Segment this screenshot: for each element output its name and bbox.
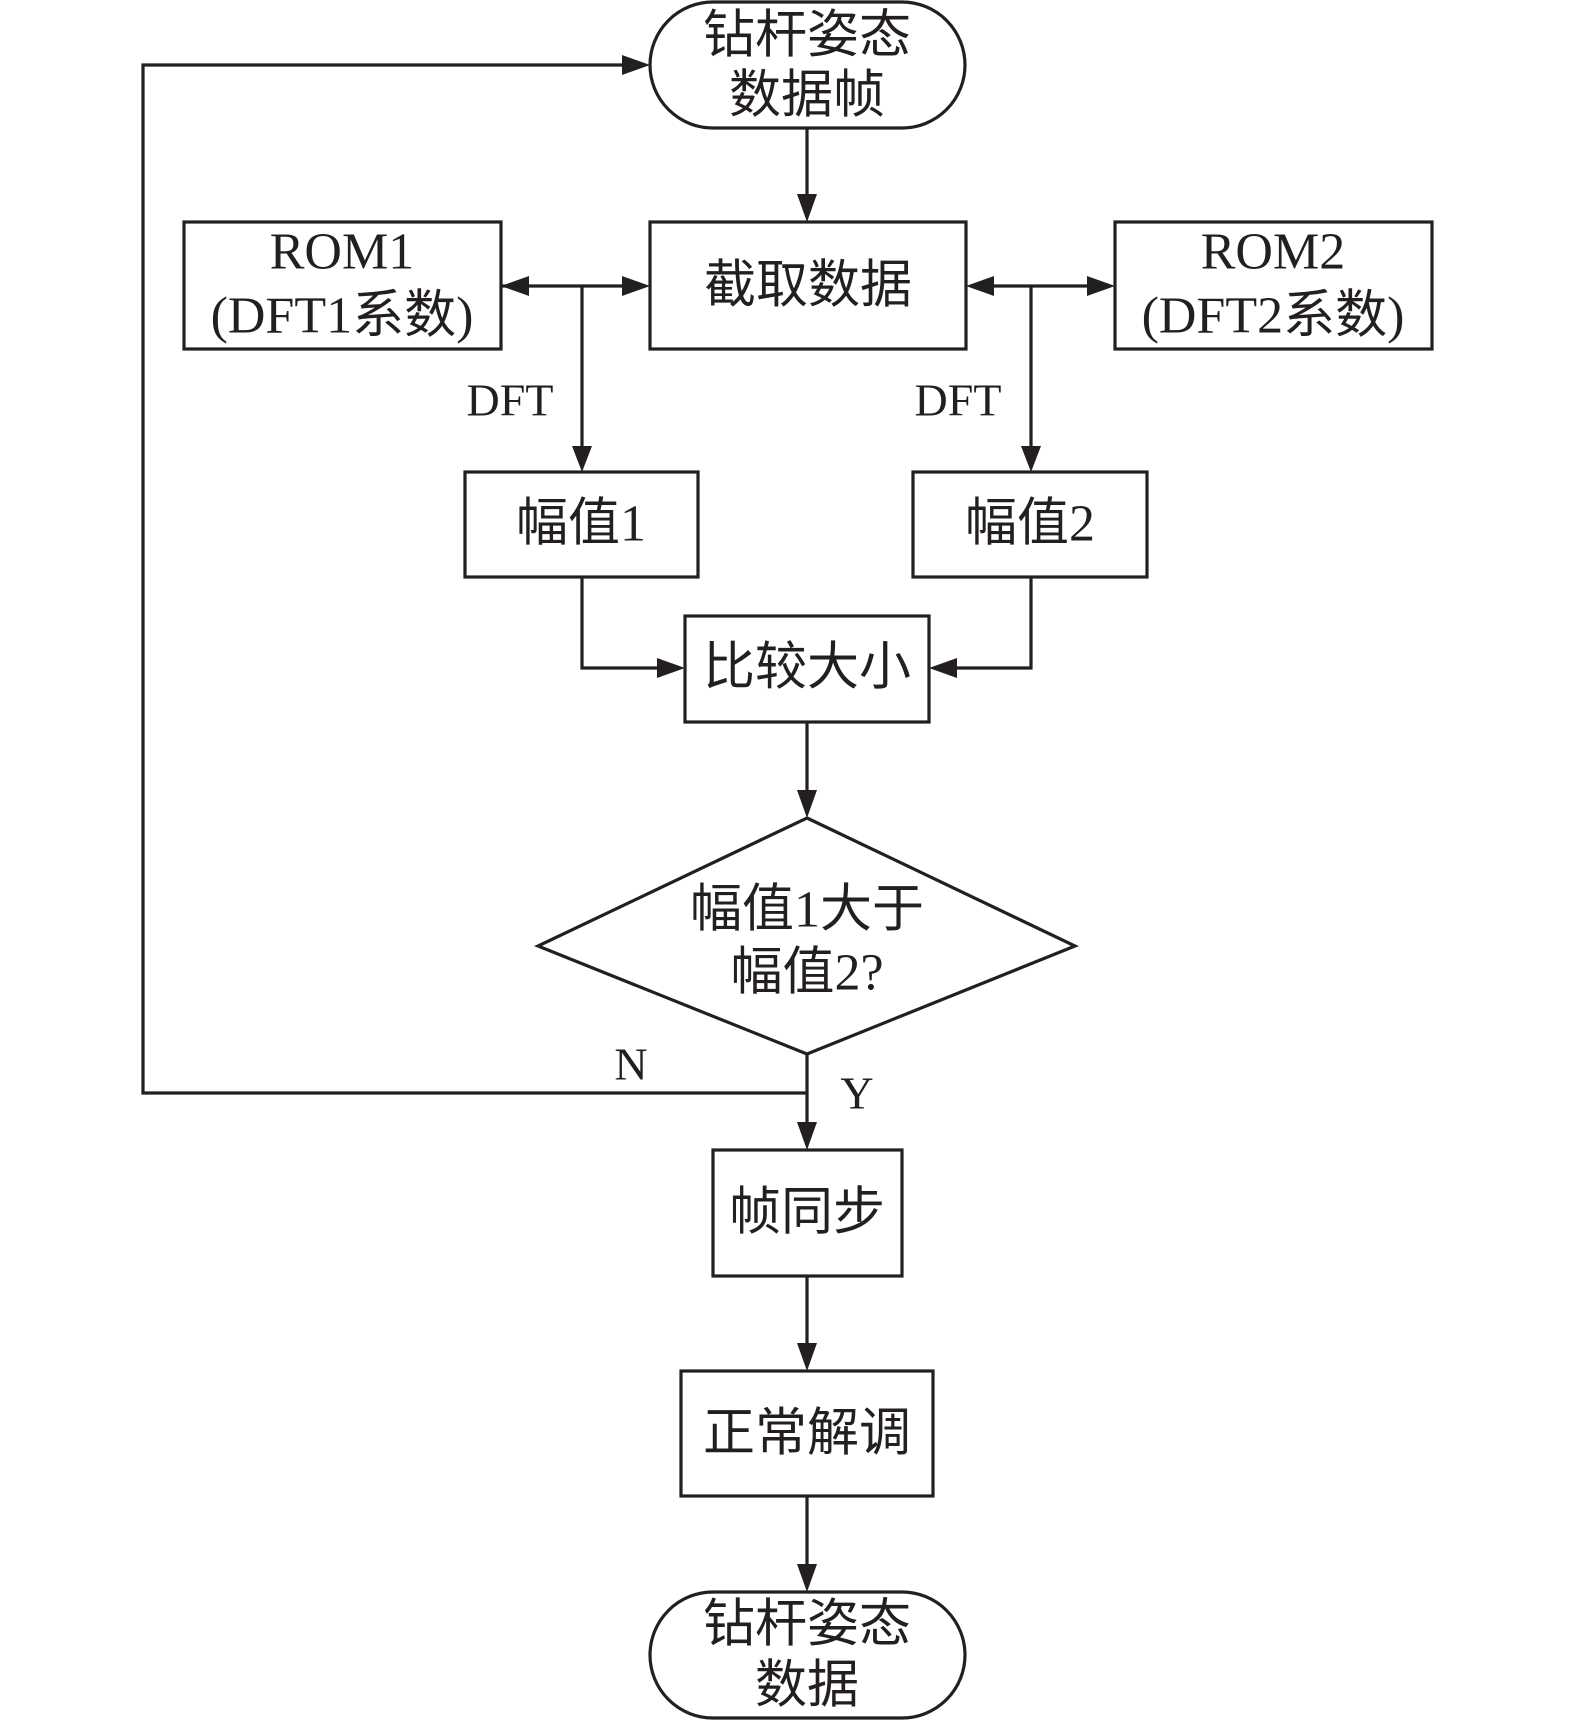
node-start-line-2: 数据帧 xyxy=(729,68,885,125)
node-demod: 正常解调 xyxy=(679,1369,935,1498)
terminator-shape xyxy=(648,1590,967,1720)
decision-shape xyxy=(534,816,1079,1056)
arrowhead xyxy=(797,790,817,818)
edge-label-no: N xyxy=(614,1039,647,1090)
node-amp1-label: 幅值1 xyxy=(516,496,646,553)
arrowhead xyxy=(622,55,650,75)
arrowhead xyxy=(797,1343,817,1371)
node-amp2-label: 幅值2 xyxy=(965,496,1095,553)
node-rom2-line-2: (DFT2系数) xyxy=(1142,288,1405,345)
node-rom1: ROM1 (DFT1系数) xyxy=(182,220,503,351)
node-rom1-line-1: ROM1 xyxy=(270,224,414,281)
process-shape xyxy=(182,220,503,351)
arrowhead xyxy=(797,1564,817,1592)
node-amp2: 幅值2 xyxy=(911,470,1149,579)
edge-amp1-to-compare xyxy=(580,577,660,670)
arrowhead xyxy=(797,1122,817,1150)
process-shape xyxy=(463,470,700,579)
arrowhead-to-extract-left xyxy=(622,276,650,296)
edge-label-dft-left: DFT xyxy=(467,375,554,426)
arrowhead xyxy=(797,194,817,222)
edge-label-dft-right: DFT xyxy=(915,375,1002,426)
node-rom2: ROM2 (DFT2系数) xyxy=(1113,220,1434,351)
arrowhead-to-extract-right xyxy=(966,276,994,296)
node-framesync-label: 帧同步 xyxy=(729,1185,885,1242)
node-start-line-1: 钻杆姿态 xyxy=(703,8,911,65)
arrowhead xyxy=(572,446,592,472)
edge-amp2-to-compare xyxy=(955,577,1033,670)
node-decision-line-2: 幅值2? xyxy=(730,945,883,1002)
arrowhead-to-rom2 xyxy=(1087,276,1115,296)
arrowhead-to-rom1 xyxy=(501,276,529,296)
edges xyxy=(141,55,1115,1592)
node-framesync: 帧同步 xyxy=(711,1148,904,1278)
node-start: 钻杆姿态 数据帧 xyxy=(648,0,967,130)
node-decision-line-1: 幅值1大于 xyxy=(690,882,924,939)
node-end: 钻杆姿态 数据 xyxy=(648,1590,967,1720)
node-decision: 幅值1大于 幅值2? xyxy=(534,816,1079,1056)
arrowhead xyxy=(657,658,685,678)
process-shape xyxy=(711,1148,904,1278)
node-end-line-1: 钻杆姿态 xyxy=(703,1597,911,1654)
node-extract: 截取数据 xyxy=(648,220,968,351)
terminator-shape xyxy=(648,0,967,130)
process-shape xyxy=(648,220,968,351)
arrowhead xyxy=(1021,446,1041,472)
node-end-line-2: 数据 xyxy=(755,1658,859,1715)
node-rom2-line-1: ROM2 xyxy=(1201,224,1345,281)
node-compare-label: 比较大小 xyxy=(703,640,911,697)
process-shape xyxy=(679,1369,935,1498)
node-demod-label: 正常解调 xyxy=(703,1406,911,1463)
node-extract-label: 截取数据 xyxy=(704,258,912,315)
process-shape xyxy=(1113,220,1434,351)
edge-label-yes: Y xyxy=(840,1068,873,1119)
arrowhead xyxy=(929,658,957,678)
edge-no-loop-to-start xyxy=(141,63,807,1095)
process-shape xyxy=(911,470,1149,579)
node-amp1: 幅值1 xyxy=(463,470,700,579)
node-rom1-line-2: (DFT1系数) xyxy=(211,288,474,345)
process-shape xyxy=(683,614,931,724)
node-compare: 比较大小 xyxy=(683,614,931,724)
